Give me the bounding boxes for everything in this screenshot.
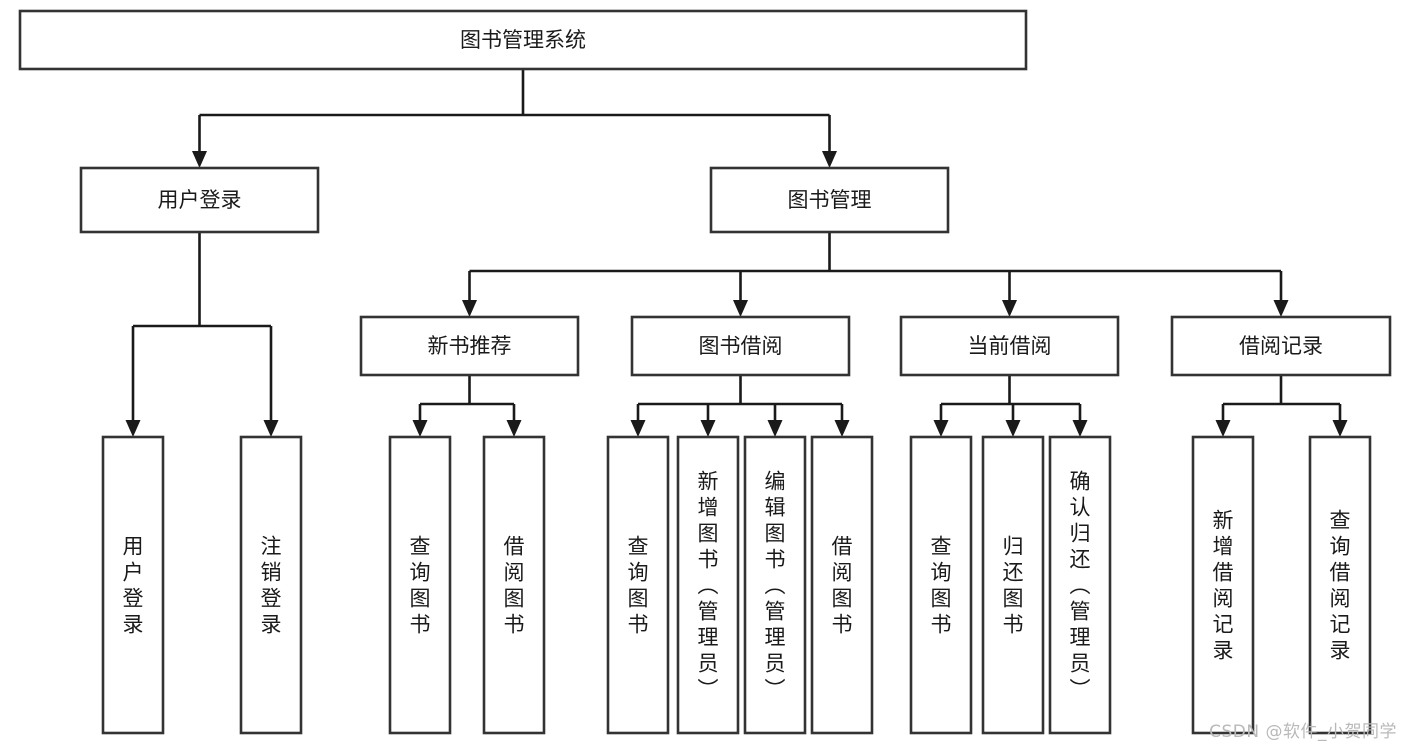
node-label: 借阅图书 <box>832 534 853 636</box>
arrow-head-icon <box>700 420 716 437</box>
node-label: 图书管理系统 <box>460 28 586 52</box>
node-label: 新增借阅记录 <box>1213 508 1234 662</box>
node-box <box>1048 435 1112 735</box>
node-box <box>676 435 740 735</box>
node-6: 查询图书 <box>388 435 452 735</box>
node-label: 借阅图书 <box>504 534 525 636</box>
node-7: 借阅图书 <box>482 435 546 735</box>
node-label: 确认归还︵管理员︶ <box>1070 469 1091 701</box>
node-box <box>79 166 320 234</box>
node-0: 图书管理系统 <box>18 9 1028 71</box>
arrow-head-icon <box>1005 420 1021 437</box>
node-box <box>18 9 1028 71</box>
node-label: 借阅记录 <box>1239 334 1323 358</box>
node-19: 查询借阅记录 <box>1308 435 1372 735</box>
node-10: 新增图书︵管理员︶ <box>676 435 740 735</box>
arrow-head-icon <box>1273 300 1289 317</box>
node-box <box>630 315 851 377</box>
connector-layer <box>125 69 1348 437</box>
node-label: 查询图书 <box>931 534 952 636</box>
node-label: 查询借阅记录 <box>1330 508 1351 662</box>
node-box <box>606 435 670 735</box>
node-box <box>101 435 165 735</box>
node-8: 图书借阅 <box>630 315 851 377</box>
node-box <box>1308 435 1372 735</box>
node-14: 查询图书 <box>909 435 973 735</box>
node-label: 新书推荐 <box>428 334 512 358</box>
node-box <box>239 435 303 735</box>
node-box <box>482 435 546 735</box>
arrow-head-icon <box>834 420 850 437</box>
node-18: 新增借阅记录 <box>1191 435 1255 735</box>
node-box <box>899 315 1120 377</box>
arrow-head-icon <box>506 420 522 437</box>
arrow-head-icon <box>412 420 428 437</box>
node-17: 借阅记录 <box>1170 315 1392 377</box>
arrow-head-icon <box>1332 420 1348 437</box>
node-1: 用户登录 <box>79 166 320 234</box>
node-5: 新书推荐 <box>359 315 580 377</box>
arrow-head-icon <box>1072 420 1088 437</box>
csdn-watermark: CSDN @软件_小贺同学 <box>1209 722 1397 742</box>
node-2: 用户登录 <box>101 435 165 735</box>
arrow-head-icon <box>1215 420 1231 437</box>
node-label: 查询图书 <box>410 534 431 636</box>
node-label: 编辑图书︵管理员︶ <box>765 469 786 701</box>
node-box <box>810 435 874 735</box>
arrow-head-icon <box>192 151 207 168</box>
node-3: 注销登录 <box>239 435 303 735</box>
node-box <box>359 315 580 377</box>
node-box <box>709 166 950 234</box>
arrow-head-icon <box>733 300 748 317</box>
arrow-head-icon <box>630 420 646 437</box>
arrow-head-icon <box>822 151 837 168</box>
node-label: 用户登录 <box>123 534 144 636</box>
node-box <box>1170 315 1392 377</box>
node-box <box>1191 435 1255 735</box>
node-4: 图书管理 <box>709 166 950 234</box>
node-label: 查询图书 <box>628 534 649 636</box>
node-label: 新增图书︵管理员︶ <box>698 469 719 701</box>
node-layer: 图书管理系统用户登录用户登录注销登录图书管理新书推荐查询图书借阅图书图书借阅查询… <box>18 9 1392 735</box>
node-box <box>388 435 452 735</box>
node-15: 归还图书 <box>981 435 1045 735</box>
node-13: 当前借阅 <box>899 315 1120 377</box>
arrow-head-icon <box>263 420 279 437</box>
node-box <box>743 435 807 735</box>
node-9: 查询图书 <box>606 435 670 735</box>
arrow-head-icon <box>767 420 783 437</box>
node-label: 用户登录 <box>158 188 242 212</box>
node-label: 注销登录 <box>261 534 282 636</box>
arrow-head-icon <box>462 300 477 317</box>
node-box <box>981 435 1045 735</box>
node-12: 借阅图书 <box>810 435 874 735</box>
node-label: 图书借阅 <box>699 334 783 358</box>
node-box <box>909 435 973 735</box>
node-label: 归还图书 <box>1003 534 1024 636</box>
arrow-head-icon <box>1002 300 1017 317</box>
node-label: 当前借阅 <box>968 334 1052 358</box>
node-label: 图书管理 <box>788 188 872 212</box>
node-16: 确认归还︵管理员︶ <box>1048 435 1112 735</box>
arrow-head-icon <box>933 420 949 437</box>
arrow-head-icon <box>125 420 141 437</box>
node-11: 编辑图书︵管理员︶ <box>743 435 807 735</box>
